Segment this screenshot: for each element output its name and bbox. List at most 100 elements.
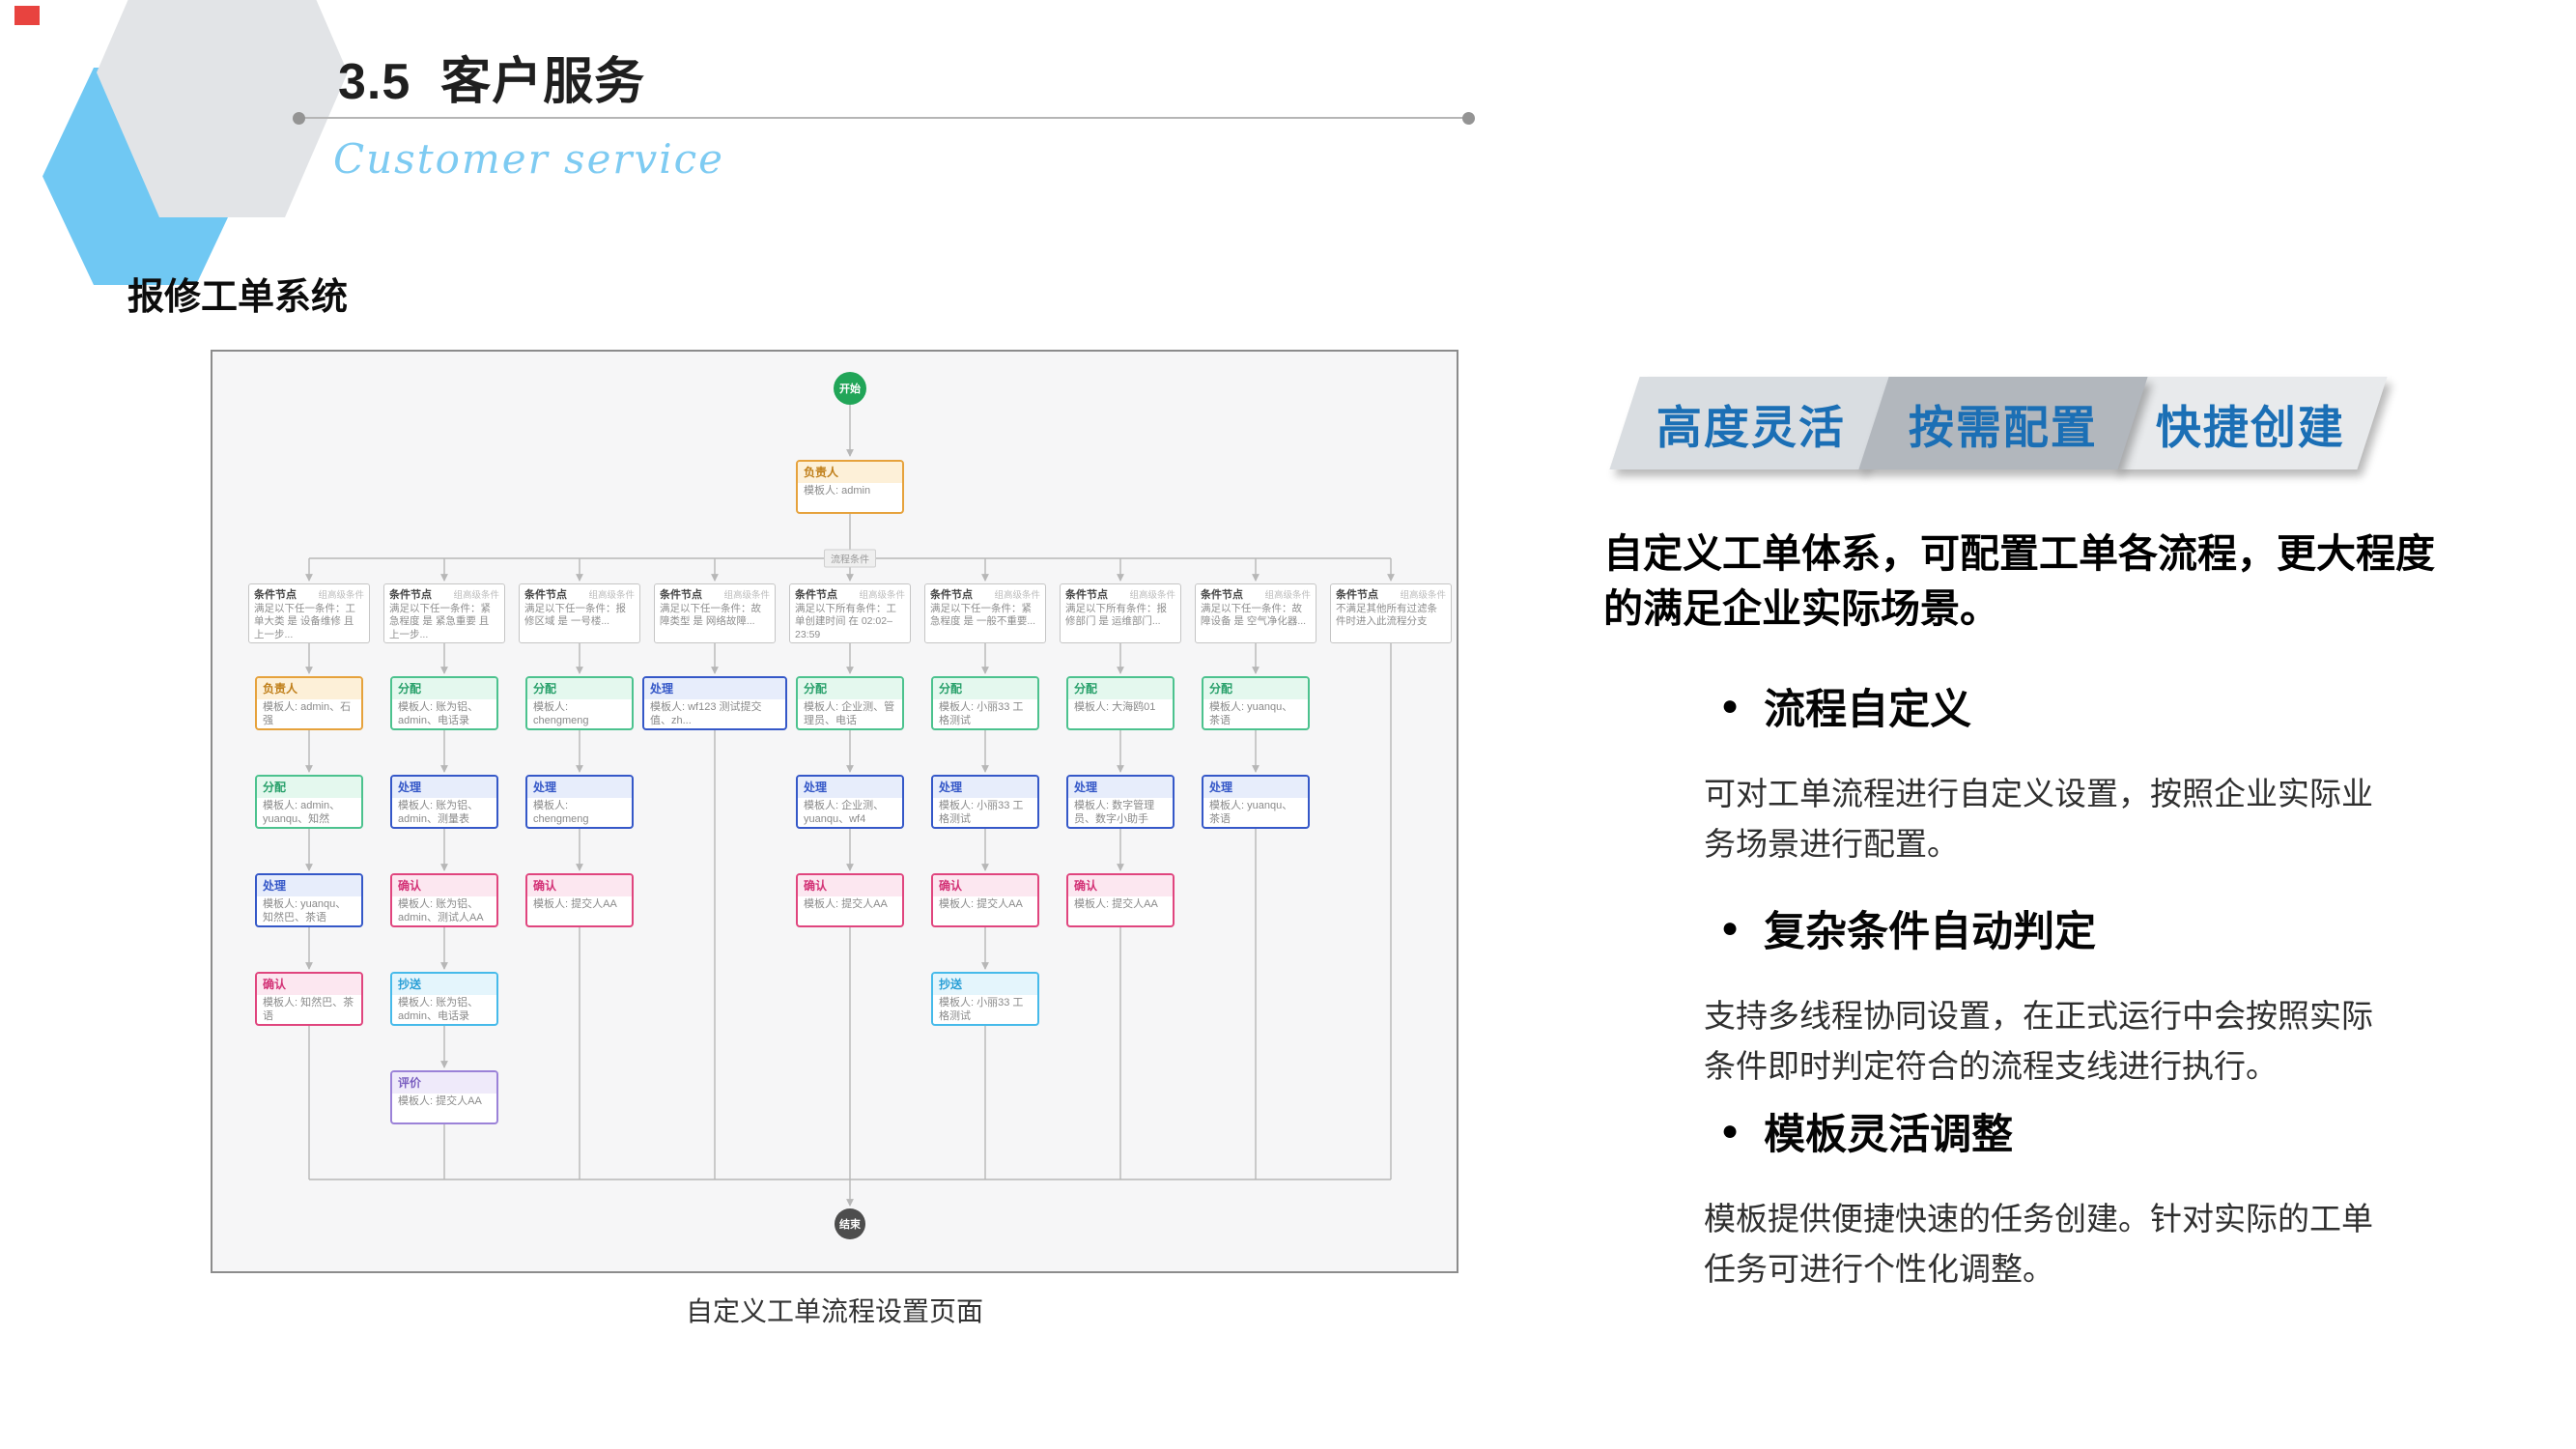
flow-node-type-label: 负责人 xyxy=(257,678,361,699)
system-heading: 报修工单系统 xyxy=(127,277,349,318)
flow-node-type-label: 分配 xyxy=(798,678,902,699)
condition-node-header: 条件节点组高级条件 xyxy=(1196,584,1316,602)
flow-node-type-label: 分配 xyxy=(257,777,361,798)
flow-step-node[interactable]: 处理模板人: 企业测、yuanqu、wf4 xyxy=(796,775,904,829)
flow-step-node[interactable]: 抄送模板人: 账为铝、admin、电话录 xyxy=(390,972,498,1026)
flow-step-node[interactable]: 分配模板人: admin、yuanqu、知然 xyxy=(255,775,363,829)
condition-node-text: 满足以下任一条件：工单大类 是 设备维修 且 上一步... xyxy=(254,603,355,640)
condition-node-header: 条件节点 组高级条件 xyxy=(655,584,775,602)
flow-node-type-label: 抄送 xyxy=(933,974,1037,995)
condition-node-tag: 组高级条件 xyxy=(1400,590,1446,601)
bullet-icon: ● xyxy=(1721,912,1740,944)
flow-node-assignees: 模板人: 小丽33 工格测试 xyxy=(939,800,1024,825)
condition-node-text: 满足以下任一条件：紧急程度 是 一般不重要... xyxy=(930,603,1036,628)
flow-start-node[interactable]: 开始 xyxy=(834,372,866,405)
feature-heading: ● 复杂条件自动判定 xyxy=(1721,898,2392,958)
flow-step-node[interactable]: 处理模板人: chengmeng xyxy=(525,775,634,829)
condition-node-tag: 组高级条件 xyxy=(723,590,770,601)
bullet-icon: ● xyxy=(1721,1115,1740,1147)
tab-highly-flexible[interactable]: 高度灵活 xyxy=(1609,377,1893,469)
feature-block-template-adjustment: ● 模板灵活调整 模板提供便捷快速的任务创建。针对实际的工单任务可进行个性化调整… xyxy=(1704,1101,2392,1294)
condition-node-tag: 组高级条件 xyxy=(1264,590,1311,601)
flow-condition-node[interactable]: 条件节点组高级条件满足以下任一条件：紧急程度 是 一般不重要... xyxy=(924,583,1046,643)
flow-step-node[interactable]: 处理模板人: 账为铝、admin、测量表 xyxy=(390,775,498,829)
flow-node-type-label: 处理 xyxy=(527,777,632,798)
condition-node-tag: 组高级条件 xyxy=(588,590,635,601)
flow-step-node[interactable]: 处理模板人: 数字管理员、数字小助手 xyxy=(1066,775,1175,829)
feature-title: 复杂条件自动判定 xyxy=(1764,909,2097,955)
flow-step-node[interactable]: 分配模板人: 账为铝、admin、电话录 xyxy=(390,676,498,730)
flow-condition-node[interactable]: 条件节点组高级条件满足以下任一条件：报修区域 是 一号楼... xyxy=(519,583,640,643)
flow-step-node[interactable]: 确认模板人: 提交人AA xyxy=(931,873,1039,927)
flow-condition-node[interactable]: 条件节点 组高级条件不满足其他所有过滤条件时进入此流程分支 xyxy=(1330,583,1452,643)
flow-step-node[interactable]: 分配模板人: 大海鸥01 xyxy=(1066,676,1175,730)
condition-node-title: 条件节点 xyxy=(254,589,297,601)
flow-condition-node[interactable]: 条件节点组高级条件满足以下所有条件：工单创建时间 在 02:02–23:59 xyxy=(789,583,911,643)
flow-step-node[interactable]: 确认模板人: 账为铝、admin、测试人AA xyxy=(390,873,498,927)
condition-node-text: 满足以下任一条件：故障设备 是 空气净化器... xyxy=(1201,603,1307,628)
flow-node-type-label: 分配 xyxy=(933,678,1037,699)
condition-node-title: 条件节点 xyxy=(795,589,837,601)
feature-title: 模板灵活调整 xyxy=(1764,1112,2014,1158)
flow-step-node[interactable]: 抄送模板人: 小丽33 工格测试 xyxy=(931,972,1039,1026)
tab-quick-create[interactable]: 快捷创建 xyxy=(2113,377,2388,469)
flow-node-assignees: 模板人: 账为铝、admin、电话录 xyxy=(398,997,479,1022)
condition-node-title: 条件节点 xyxy=(1336,589,1378,601)
condition-node-text: 满足以下任一条件：紧急程度 是 紧急重要 且 上一步... xyxy=(389,603,491,640)
condition-node-tag: 组高级条件 xyxy=(994,590,1040,601)
tab-configure-on-demand[interactable]: 按需配置 xyxy=(1858,377,2148,469)
flow-owner-node[interactable]: 负责人模板人: admin xyxy=(796,460,904,514)
flow-node-type-label: 分配 xyxy=(1203,678,1308,699)
feature-block-flow-customization: ● 流程自定义 可对工单流程进行自定义设置，按照企业实际业务场景进行配置。 xyxy=(1704,676,2392,869)
corner-accent xyxy=(14,6,40,25)
condition-node-header: 条件节点组高级条件 xyxy=(520,584,639,602)
flow-condition-node[interactable]: 条件节点组高级条件满足以下任一条件：紧急程度 是 紧急重要 且 上一步... xyxy=(383,583,505,643)
flow-step-node[interactable]: 处理模板人: 小丽33 工格测试 xyxy=(931,775,1039,829)
condition-node-title: 条件节点 xyxy=(1065,589,1108,601)
flow-node-assignees: 模板人: 提交人AA xyxy=(1074,898,1158,910)
flow-node-assignees: 模板人: 企业测、yuanqu、wf4 xyxy=(804,800,885,825)
flow-step-node[interactable]: 确认模板人: 提交人AA xyxy=(525,873,634,927)
condition-node-title: 条件节点 xyxy=(660,589,702,601)
flow-condition-node[interactable]: 条件节点组高级条件满足以下所有条件：报修部门 是 运维部门... xyxy=(1060,583,1181,643)
flow-node-type-label: 分配 xyxy=(392,678,496,699)
flow-condition-node[interactable]: 条件节点组高级条件满足以下任一条件：故障设备 是 空气净化器... xyxy=(1195,583,1316,643)
flow-node-assignees: 模板人: 提交人AA xyxy=(804,898,888,910)
flow-node-assignees: 模板人: 小丽33 工格测试 xyxy=(939,997,1024,1022)
condition-node-tag: 组高级条件 xyxy=(453,590,499,601)
flow-step-node[interactable]: 处理模板人: yuanqu、茶语 xyxy=(1202,775,1310,829)
flow-step-node[interactable]: 处理模板人: yuanqu、知然巴、茶语 xyxy=(255,873,363,927)
section-title: 3.5 客户服务 xyxy=(338,54,646,110)
flow-step-node[interactable]: 评价模板人: 提交人AA xyxy=(390,1070,498,1124)
condition-node-header: 条件节点组高级条件 xyxy=(790,584,910,602)
condition-node-text: 不满足其他所有过滤条件时进入此流程分支 xyxy=(1336,603,1437,628)
flow-condition-node[interactable]: 条件节点组高级条件满足以下任一条件：工单大类 是 设备维修 且 上一步... xyxy=(248,583,370,643)
flow-node-assignees: 模板人: 小丽33 工格测试 xyxy=(939,701,1024,726)
flow-node-assignees: 模板人: yuanqu、知然巴、茶语 xyxy=(263,898,347,923)
feature-body: 可对工单流程进行自定义设置，按照企业实际业务场景进行配置。 xyxy=(1704,776,2373,863)
flow-node-type-label: 处理 xyxy=(392,777,496,798)
flow-step-node[interactable]: 分配模板人: yuanqu、茶语 xyxy=(1202,676,1310,730)
flow-node-assignees: 模板人: 企业测、管理员、电话 xyxy=(804,701,895,726)
flow-node-assignees: 模板人: 提交人AA xyxy=(939,898,1023,910)
flow-step-node[interactable]: 分配模板人: 小丽33 工格测试 xyxy=(931,676,1039,730)
bullet-icon: ● xyxy=(1721,690,1740,722)
intro-text: 自定义工单体系，可配置工单各流程，更大程度的满足企业实际场景。 xyxy=(1603,531,2435,632)
flow-node-assignees: 模板人: 账为铝、admin、电话录 xyxy=(398,701,479,726)
flow-step-node[interactable]: 处理模板人: wf123 测试提交值、zh... xyxy=(642,676,787,730)
condition-node-header: 条件节点 组高级条件 xyxy=(1331,584,1451,602)
flow-node-assignees: 模板人: 账为铝、admin、测试人AA xyxy=(398,898,484,923)
flow-step-node[interactable]: 负责人模板人: admin、石强 xyxy=(255,676,363,730)
flow-end-node[interactable]: 结束 xyxy=(835,1208,865,1239)
flow-step-node[interactable]: 分配模板人: chengmeng xyxy=(525,676,634,730)
flow-node-type-label: 确认 xyxy=(798,875,902,896)
flow-step-node[interactable]: 确认模板人: 提交人AA xyxy=(796,873,904,927)
feature-heading: ● 流程自定义 xyxy=(1721,676,2392,736)
flow-condition-node[interactable]: 条件节点组高级条件满足以下任一条件：故障类型 是 网络故障... xyxy=(654,583,776,643)
flow-step-node[interactable]: 确认模板人: 知然巴、茶语 xyxy=(255,972,363,1026)
flow-node-type-label: 确认 xyxy=(257,974,361,995)
flow-step-node[interactable]: 确认模板人: 提交人AA xyxy=(1066,873,1175,927)
title-underline xyxy=(301,117,1468,119)
flow-step-node[interactable]: 分配模板人: 企业测、管理员、电话 xyxy=(796,676,904,730)
